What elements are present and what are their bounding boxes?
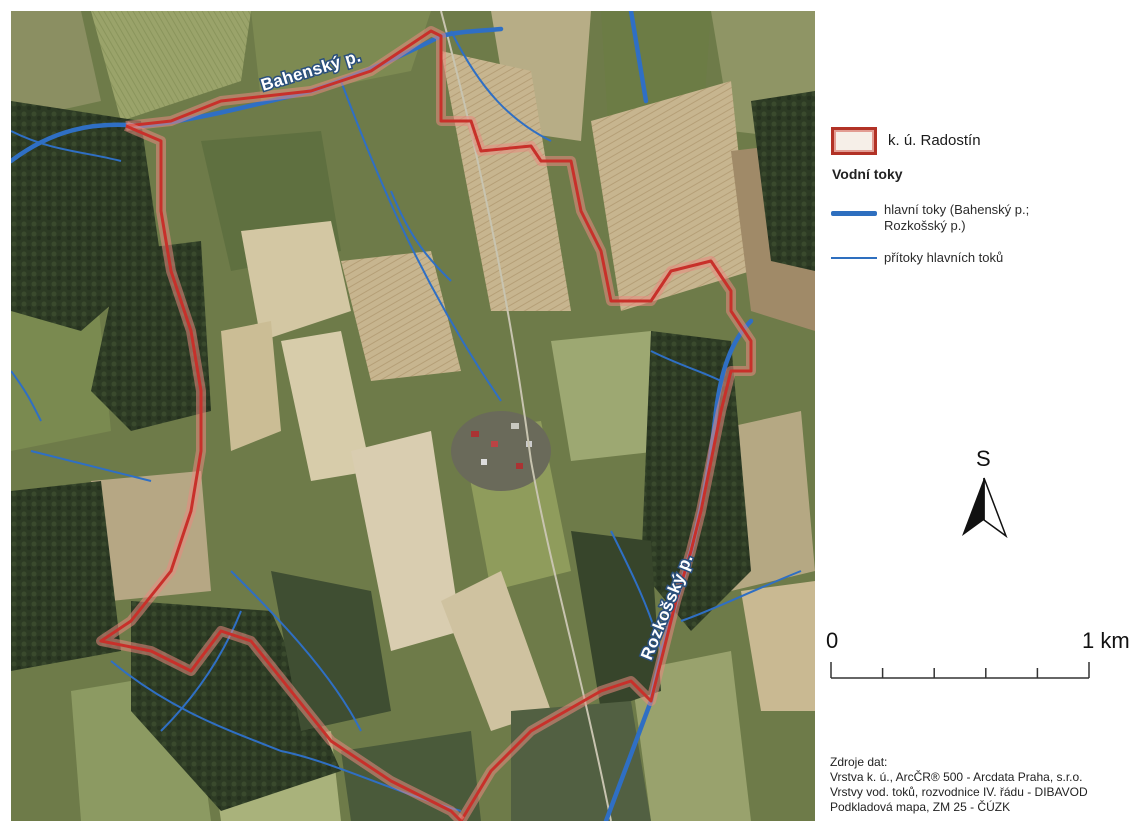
boundary-legend-label: k. ú. Radostín (888, 132, 981, 149)
forest-patches (11, 91, 815, 821)
sources-line-3: Vrstvy vod. toků, rozvodnice IV. řádu - … (830, 785, 1088, 799)
north-arrow-icon (962, 477, 1008, 539)
scale-left-value: 0 (826, 628, 839, 653)
village (451, 411, 551, 491)
map-area[interactable]: Bahenský p. Rozkošský p. (11, 11, 815, 821)
tributaries (11, 30, 802, 812)
boundary-legend-swatch (831, 127, 877, 155)
cadastral-boundary (96, 26, 756, 821)
north-arrow-letter: S (976, 446, 991, 471)
main-stream-legend-label: hlavní toky (Bahenský p.; Rozkošský p.) (884, 202, 1029, 234)
sources-line-2: Vrstva k. ú., ArcČR® 500 - Arcdata Praha… (830, 770, 1083, 784)
sources-line-1: Zdroje dat: (830, 755, 888, 769)
scale-bar-graphic (830, 662, 1090, 679)
sources-line-4: Podkladová mapa, ZM 25 - ČÚZK (830, 800, 1011, 814)
tributary-legend-label: přítoky hlavních toků (884, 250, 1004, 265)
scale-right-value: 1 km (1082, 628, 1130, 653)
main-stream-legend-line2: Rozkošský p.) (884, 218, 966, 233)
main-stream-legend-swatch (831, 211, 877, 216)
data-sources: Zdroje dat: Vrstva k. ú., ArcČR® 500 - A… (830, 755, 1130, 815)
map-legend: k. ú. Radostín Vodní toky hlavní toky (B… (826, 0, 1135, 821)
tributary-legend-swatch (831, 257, 877, 259)
aerial-map: Bahenský p. Rozkošský p. (11, 11, 815, 821)
streams-section-title: Vodní toky (832, 166, 903, 182)
scale-bar: 0 1 km (826, 620, 1135, 690)
main-stream-legend-line1: hlavní toky (Bahenský p.; (884, 202, 1030, 217)
